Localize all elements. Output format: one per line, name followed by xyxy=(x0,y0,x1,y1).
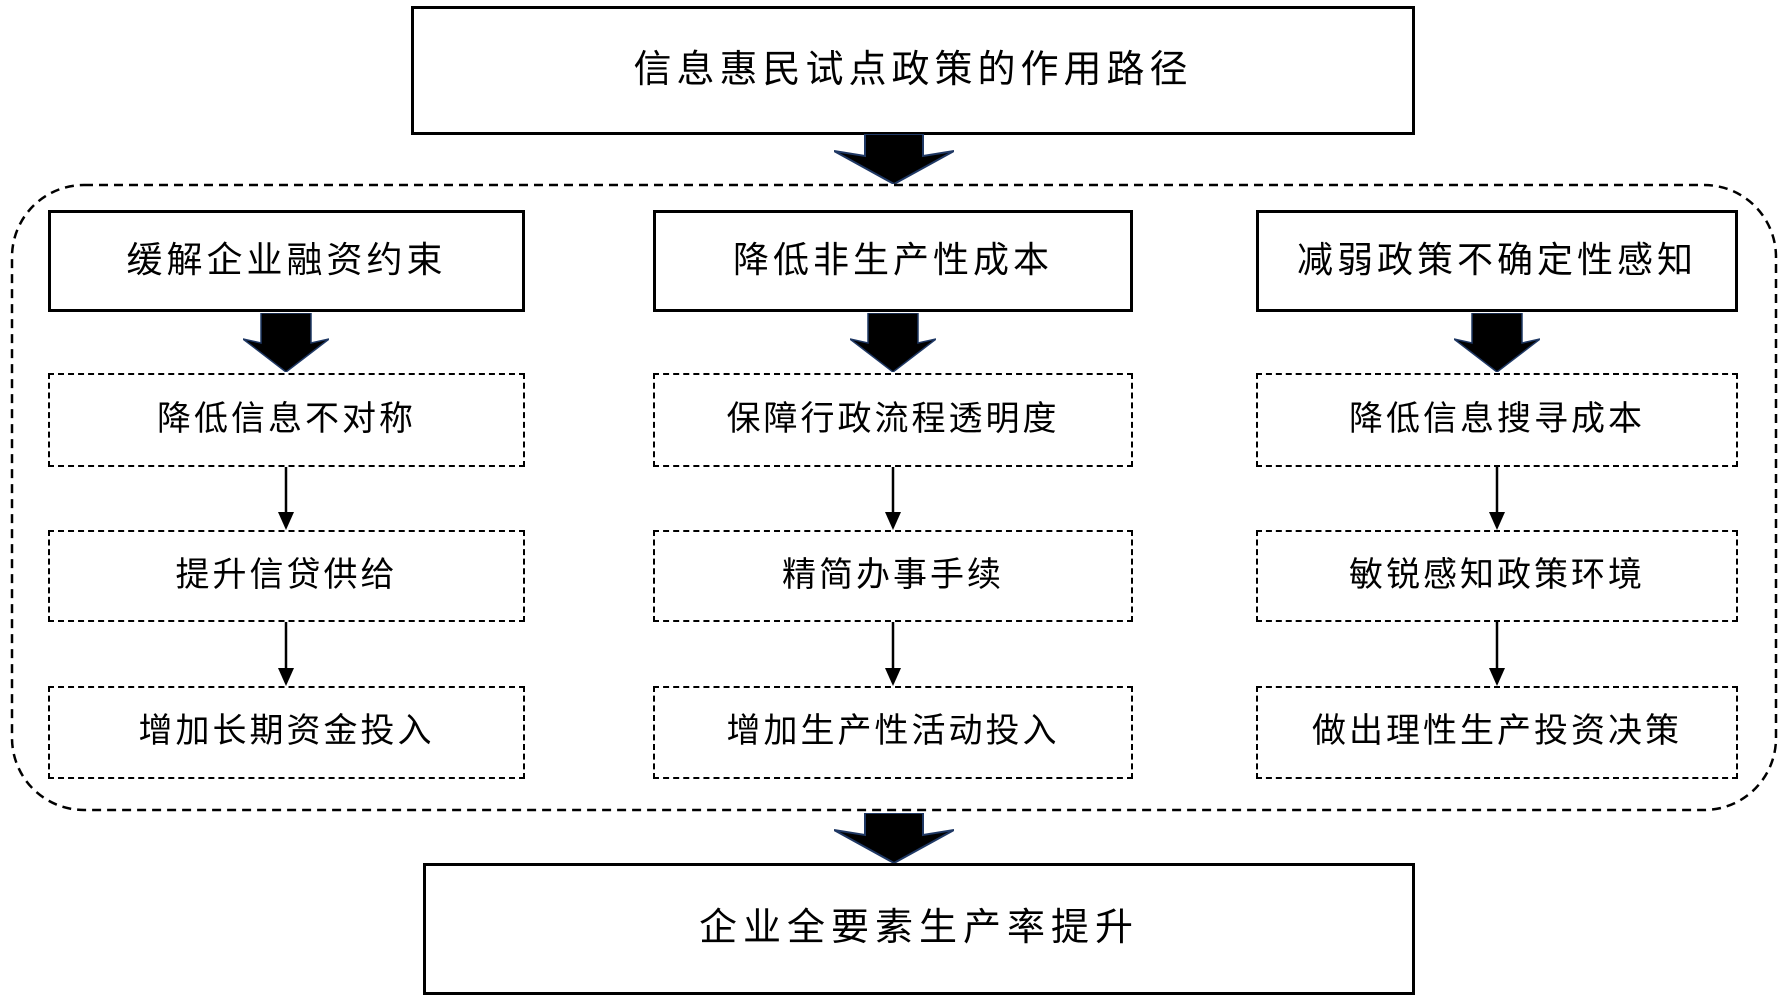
flow-arrow-icon xyxy=(1489,622,1505,686)
block-arrow-down-icon xyxy=(834,813,954,863)
step-box: 增加生产性活动投入 xyxy=(653,686,1133,779)
header-box-nonproductive-costs: 降低非生产性成本 xyxy=(653,210,1133,312)
step-text: 增加长期资金投入 xyxy=(138,713,435,751)
step-text: 敏锐感知政策环境 xyxy=(1349,556,1645,594)
title-box: 信息惠民试点政策的作用路径 xyxy=(411,6,1415,135)
step-text: 精简办事手续 xyxy=(782,556,1004,594)
step-box: 做出理性生产投资决策 xyxy=(1256,686,1738,779)
outcome-text: 企业全要素生产率提升 xyxy=(698,907,1139,950)
block-arrow-down-icon xyxy=(1454,313,1540,372)
step-text: 降低信息不对称 xyxy=(157,400,416,438)
outcome-box: 企业全要素生产率提升 xyxy=(423,863,1415,995)
block-arrow-down-icon xyxy=(850,313,936,372)
step-box: 提升信贷供给 xyxy=(48,530,525,622)
title-text: 信息惠民试点政策的作用路径 xyxy=(633,48,1193,91)
step-box: 保障行政流程透明度 xyxy=(653,373,1133,467)
header-text: 缓解企业融资约束 xyxy=(126,240,447,281)
step-box: 精简办事手续 xyxy=(653,530,1133,622)
step-text: 降低信息搜寻成本 xyxy=(1349,400,1645,438)
flow-arrow-icon xyxy=(1489,467,1505,530)
step-box: 增加长期资金投入 xyxy=(48,686,525,779)
step-text: 提升信贷供给 xyxy=(175,556,398,594)
step-text: 增加生产性活动投入 xyxy=(726,713,1060,751)
flow-arrow-icon xyxy=(885,622,901,686)
header-box-policy-uncertainty: 减弱政策不确定性感知 xyxy=(1256,210,1738,312)
block-arrow-down-icon xyxy=(243,313,329,372)
step-box: 降低信息搜寻成本 xyxy=(1256,373,1738,467)
block-arrow-down-icon xyxy=(834,134,954,184)
flow-arrow-icon xyxy=(885,467,901,530)
step-text: 做出理性生产投资决策 xyxy=(1312,713,1682,751)
header-text: 降低非生产性成本 xyxy=(732,240,1053,281)
header-box-financing-constraints: 缓解企业融资约束 xyxy=(48,210,525,312)
step-box: 敏锐感知政策环境 xyxy=(1256,530,1738,622)
flow-arrow-icon xyxy=(278,467,294,530)
step-text: 保障行政流程透明度 xyxy=(726,400,1060,438)
header-text: 减弱政策不确定性感知 xyxy=(1296,240,1697,281)
flow-arrow-icon xyxy=(278,622,294,686)
mechanisms-container-outline xyxy=(10,183,1778,812)
step-box: 降低信息不对称 xyxy=(48,373,525,467)
